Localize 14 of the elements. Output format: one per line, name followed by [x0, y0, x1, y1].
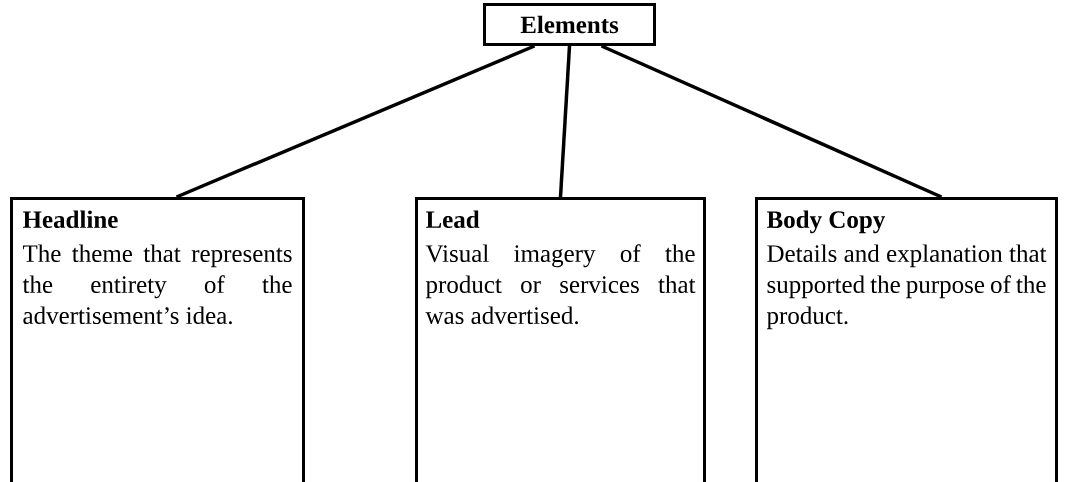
content-box — [415, 197, 706, 482]
content-box — [755, 197, 1058, 482]
box-heading: Headline — [22, 210, 118, 229]
connector-line — [600, 44, 943, 199]
connector-line — [175, 44, 536, 199]
content-box — [10, 197, 305, 482]
box-description: The theme that represents the entirety of the advertisement’s idea. — [22, 244, 292, 325]
box-description: Visual imagery of the product or services that was advertised. — [425, 244, 696, 325]
title-box — [483, 3, 656, 46]
box-description: Details and explanation that supported the purpose of the product. — [766, 244, 1047, 330]
box-heading: Lead — [425, 210, 480, 229]
box-label: Elements — [520, 15, 619, 34]
box-heading: Body Copy — [766, 210, 886, 234]
connector-line — [558, 45, 572, 198]
